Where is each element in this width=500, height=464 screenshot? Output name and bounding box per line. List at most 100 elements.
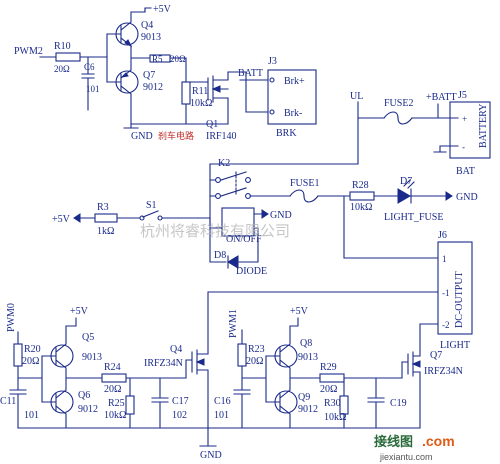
label-j6-pin-minus2: -2 — [442, 320, 450, 330]
label-brake-circuit: 刹车电路 — [158, 130, 194, 142]
label-diode: DIODE — [236, 266, 267, 277]
label-q8: Q8 — [300, 338, 312, 349]
label-r5-value: 20Ω — [170, 54, 186, 64]
label-r11: R11 — [192, 86, 208, 97]
labels: PWM2 R10 20Ω C6 101 Q4 9013 Q7 9012 +5V … — [0, 4, 489, 461]
label-q8-value: 9013 — [298, 352, 318, 363]
label-brk-minus: Brk- — [284, 108, 302, 119]
label-bat-plus: + — [462, 114, 467, 124]
connector-j5 — [449, 101, 491, 159]
label-q7-top: Q7 — [143, 70, 155, 81]
label-r3: R3 — [97, 202, 109, 213]
label-battery: BATTERY — [478, 104, 489, 148]
label-q9-value: 9012 — [298, 404, 318, 415]
label-light-fuse: LIGHT_FUSE — [384, 212, 443, 223]
logo-dotcom-text: .com — [422, 433, 455, 449]
label-j6-pin1: 1 — [442, 254, 447, 264]
label-r30: R30 — [324, 398, 341, 409]
label-k2: K2 — [218, 158, 230, 169]
label-gnd-top: GND — [131, 131, 153, 142]
label-r23-value: 20Ω — [246, 356, 263, 367]
label-r28: R28 — [352, 180, 369, 191]
label-r23: R23 — [248, 344, 265, 355]
label-fuse2: FUSE2 — [384, 98, 413, 109]
pwm1-driver-circuit — [207, 317, 421, 429]
label-q4-top: Q4 — [141, 20, 153, 31]
resistor-r10 — [55, 52, 81, 62]
label-r29: R29 — [320, 362, 337, 373]
resistor-r29 — [319, 373, 345, 383]
label-r20-value: 20Ω — [22, 356, 39, 367]
label-q5-value: 9013 — [82, 352, 102, 363]
relay-coil-onoff — [221, 207, 255, 237]
label-r25: R25 — [108, 398, 125, 409]
label-r11-value: 10kΩ — [190, 98, 212, 109]
label-q5: Q5 — [82, 332, 94, 343]
switch-fuse-circuit — [73, 163, 453, 269]
label-r29-value: 20Ω — [320, 384, 337, 395]
relay-k2 — [220, 171, 247, 197]
fuse-fuse1 — [289, 189, 319, 203]
site-logo: 接线图 .com jiexiantu.com — [374, 433, 455, 462]
label-r25-value: 10kΩ — [104, 410, 126, 421]
label-c11-value: 101 — [24, 410, 39, 421]
label-q6: Q6 — [78, 390, 90, 401]
label-q7-bottom: Q7 — [430, 350, 442, 361]
label-r5: R5 — [152, 54, 163, 64]
label-c17-value: 102 — [172, 410, 187, 421]
label-j3: J3 — [268, 56, 277, 67]
dc-output-connector — [207, 241, 473, 345]
label-c16: C16 — [214, 396, 231, 407]
label-irfz34n-2: IRFZ34N — [424, 366, 463, 377]
label-j6: J6 — [438, 230, 447, 241]
label-c17: C17 — [172, 396, 189, 407]
label-q1-value: IRF140 — [206, 131, 237, 142]
resistor-r5 — [149, 54, 171, 63]
resistor-r28 — [349, 191, 375, 201]
label-vplus-b1: +5V — [70, 306, 89, 317]
logo-cn-text: 接线图 — [374, 434, 413, 450]
label-gnd-coil: GND — [270, 210, 292, 221]
company-watermark: 杭州将睿科技有限公司 — [140, 222, 290, 240]
resistor-r11 — [181, 81, 191, 105]
label-c19: C19 — [390, 398, 407, 409]
logo-domain-text: jiexiantu.com — [379, 452, 433, 462]
label-batt: BATT — [238, 68, 263, 79]
label-r24-value: 20Ω — [104, 384, 121, 395]
label-s1: S1 — [146, 200, 157, 211]
resistor-r23 — [237, 343, 247, 367]
label-c11: C11 — [0, 396, 16, 407]
label-r3-value: 1kΩ — [97, 226, 114, 237]
resistor-r24 — [101, 373, 127, 383]
label-c6-value: 101 — [86, 84, 100, 94]
label-fuse1: FUSE1 — [290, 178, 319, 189]
label-bat: BAT — [456, 166, 475, 177]
label-r10-value: 20Ω — [54, 64, 70, 74]
label-vplus-b2: +5V — [290, 306, 309, 317]
label-c6: C6 — [84, 62, 95, 72]
label-ul: UL — [350, 91, 363, 102]
label-brk-plus: Brk+ — [284, 76, 305, 87]
pwm0-driver-circuit — [9, 317, 217, 447]
label-r30-value: 10kΩ — [324, 412, 346, 423]
label-j6-pin-minus1: -1 — [442, 288, 450, 298]
diode-d8 — [227, 255, 239, 269]
connector-j3 — [267, 69, 317, 125]
label-pwm0: PWM0 — [6, 303, 17, 332]
label-q4-bottom: Q4 — [170, 344, 182, 355]
label-gnd-mid: GND — [456, 192, 478, 203]
label-d7: D7 — [400, 176, 412, 187]
label-r28-value: 10kΩ — [350, 202, 372, 213]
label-r24: R24 — [104, 362, 121, 373]
label-q4-top-value: 9013 — [141, 32, 161, 43]
label-q6-value: 9012 — [78, 404, 98, 415]
label-gnd-bottom: GND — [200, 450, 222, 461]
resistor-r20 — [13, 343, 23, 367]
fuse-fuse2 — [383, 111, 413, 125]
label-dc-output: DC-OUTPUT — [454, 271, 465, 328]
resistor-r25 — [125, 395, 135, 415]
label-irfz34n-1: IRFZ34N — [144, 358, 183, 369]
label-q9: Q9 — [298, 392, 310, 403]
label-vplus-top: +5V — [153, 4, 172, 15]
